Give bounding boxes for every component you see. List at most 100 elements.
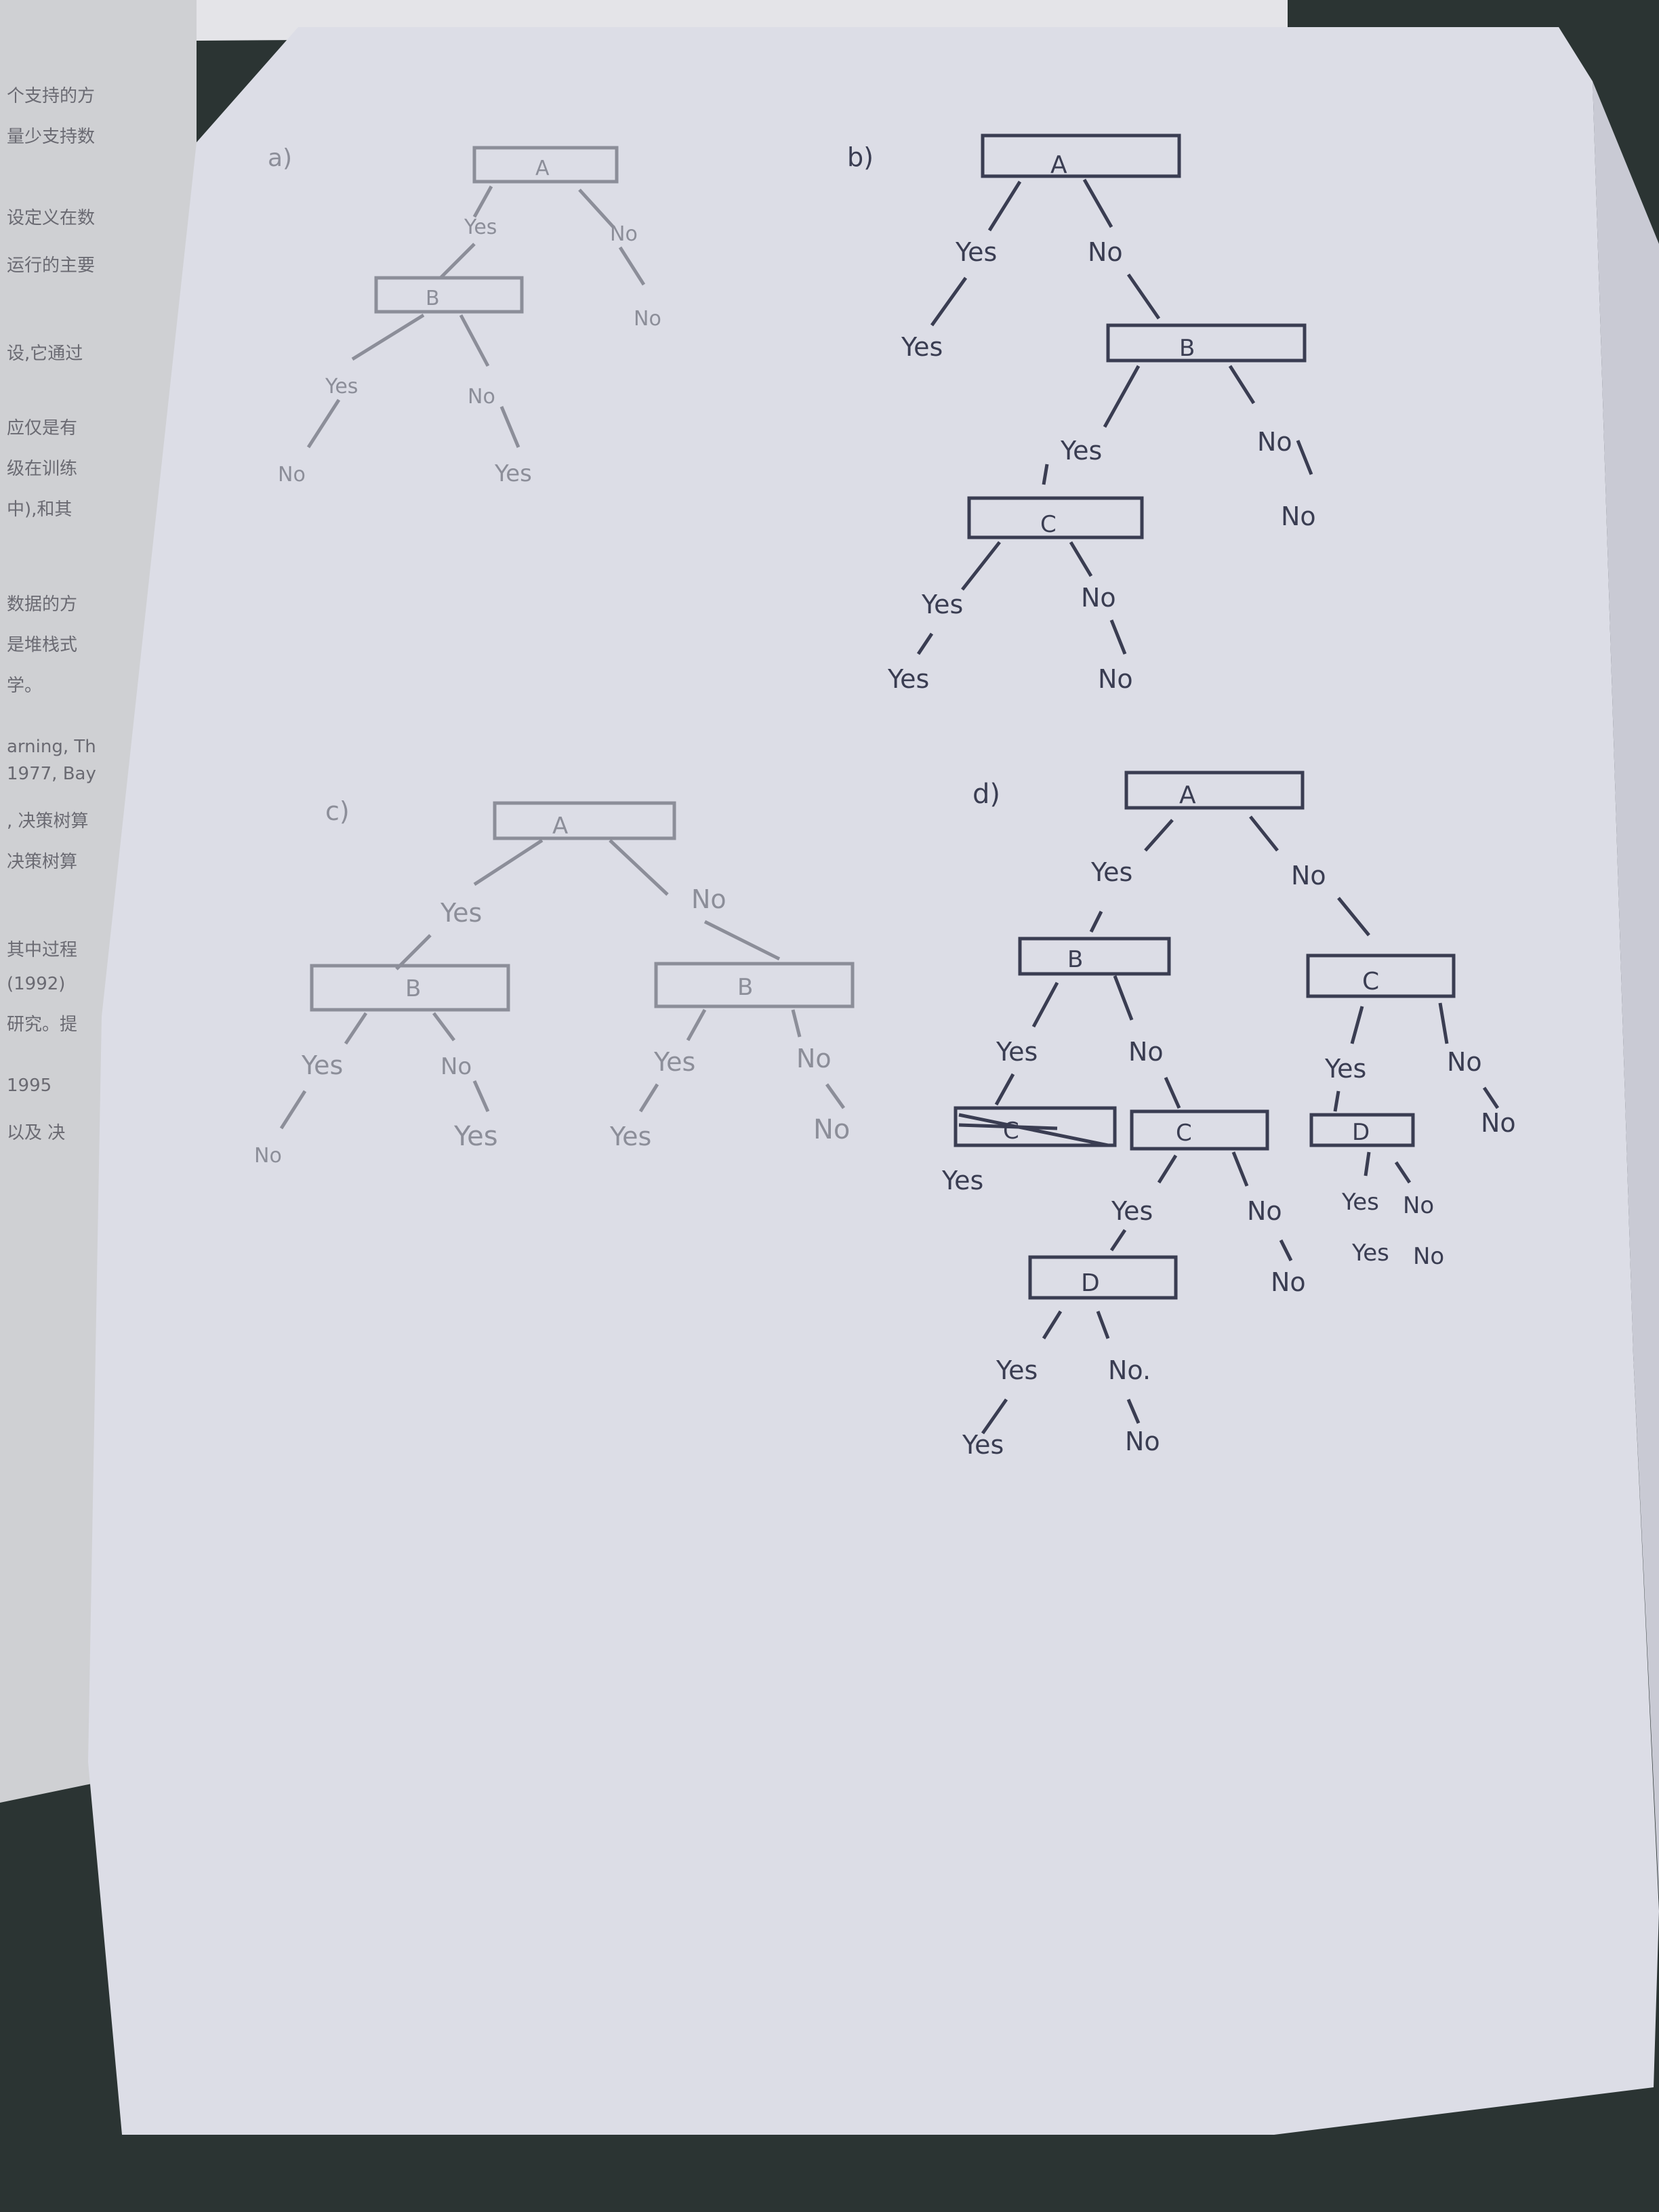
book-margin-line: 运行的主要 [7,255,95,276]
diagram-a-text: a) A B Yes No No Yes No No Yes [268,144,661,487]
tree-c-node-b-left: B [405,975,421,1002]
tree-d-branch: Yes [941,1166,983,1195]
tree-d-node-b-box [1018,937,1171,976]
tree-a-branch: No [468,385,495,409]
diagram-d-text: d) A B C C C D D Yes No Yes No Yes Yes N… [941,779,1516,1460]
tree-b-branch: Yes [1060,436,1102,466]
tree-b-node-c: C [1040,511,1057,538]
book-margin-line: 决策树算 [7,852,77,872]
tree-d-node-d-right: D [1352,1119,1370,1146]
tree-d-branch: No [1481,1108,1516,1138]
tree-d-node-d-right-box [1309,1113,1415,1147]
tree-d-branch: Yes [1351,1240,1389,1267]
tree-c-branch: No [441,1053,472,1080]
tree-b-branch: Yes [921,590,963,619]
tree-a-branch: No [278,463,306,487]
tree-c-branch: Yes [453,1121,498,1152]
diagram-a [306,146,646,449]
tree-a-label: a) [268,144,292,172]
book-margin-text: 个支持的方量少支持数设定义在数运行的主要设,它通过应仅是有级在训练中),和其数据… [7,86,96,1143]
tree-d-branch: No [1447,1047,1482,1077]
tree-d-node-b: B [1067,946,1083,973]
tree-c-node-a: A [552,813,568,840]
tree-d-node-a-box [1124,771,1305,810]
tree-d-branch: No [1291,861,1326,890]
tree-c-branch: Yes [653,1047,695,1077]
tree-d-branch: Yes [962,1430,1004,1460]
paper-shadow-edge [1593,81,1659,1898]
book-margin-line: 数据的方 [7,594,77,615]
diagram-b-text: b) A B C Yes No Yes Yes No No Yes No Yes… [847,142,1316,694]
book-margin-line: arning, Th [7,737,96,757]
tree-d-branch: Yes [996,1355,1038,1385]
book-margin-line: 以及 决 [7,1123,65,1143]
tree-b-branch: No [1088,237,1123,267]
paper-sheet [88,27,1659,2135]
tree-a-node-b: B [426,287,440,310]
book-margin-line: , 决策树算 [7,811,89,832]
tree-c-node-a-box [493,801,676,840]
tree-b-branch: No [1098,664,1133,694]
book-margin-line: 设定义在数 [7,208,95,228]
book-margin-line: 量少支持数 [7,127,95,147]
tree-b-branch: No [1081,583,1116,613]
tree-a-branch: No [634,307,661,331]
book-margin-line: 中),和其 [7,499,72,520]
tree-c-label: c) [325,796,350,826]
tree-a-branch: Yes [325,375,358,398]
book-margin-line: 级在训练 [7,459,77,479]
tree-d-node-c-struck: C [1003,1118,1019,1145]
tree-c-node-b-right-box [654,962,855,1008]
tree-a-branch: Yes [494,460,532,487]
tree-d-branch: No. [1108,1355,1151,1385]
tree-b-node-b: B [1179,335,1195,362]
tree-d-branch: Yes [1111,1196,1153,1226]
diagram-b [916,134,1313,655]
tree-d-node-c-middle: C [1176,1120,1192,1147]
tree-d-node-c-struck-box [954,1106,1117,1147]
book-margin-line: 是堆栈式 [7,635,77,655]
tree-b-branch: No [1281,501,1316,531]
tree-b-node-b-box [1106,323,1307,363]
tree-d-branch: Yes [1324,1054,1366,1084]
tree-d-branch: No [1128,1037,1164,1067]
tree-a-node-b-box [374,276,524,314]
tree-c-branch: Yes [440,898,482,928]
book-margin-line: 设,它通过 [7,344,83,364]
tree-c-branch: Yes [301,1050,343,1080]
tree-d-node-a: A [1179,781,1196,809]
tree-d-node-c-right: C [1362,968,1379,996]
tree-d-node-c-middle-box [1130,1109,1269,1151]
tree-d-branch: No [1403,1192,1434,1219]
tree-b-branch: Yes [901,332,943,362]
tree-c-branch: Yes [609,1122,651,1151]
tree-c-branch: No [691,884,726,914]
tree-c-branch: No [813,1114,850,1145]
book-margin-line: 其中过程 [7,940,77,960]
tree-d-branch: Yes [1090,857,1132,887]
book-margin-line: 学。 [7,676,42,696]
book-margin-line: 个支持的方 [7,86,95,106]
tree-c-branch: No [796,1044,832,1073]
tree-b-branch: Yes [955,237,997,267]
tree-b-node-c-box [967,496,1144,539]
tree-b-node-a: A [1050,151,1067,179]
tree-b-branch: No [1257,427,1292,457]
tree-b-node-a-box [981,134,1181,178]
book-margin-line: 1995 [7,1076,52,1096]
tree-a-node-a: A [535,157,550,180]
book-margin-line: 应仅是有 [7,418,77,438]
tree-d-branch: No [1125,1427,1160,1456]
tree-a-branch: Yes [464,216,497,239]
tree-d-node-d-bottom: D [1081,1269,1100,1297]
tree-d-branch: No [1247,1196,1282,1226]
tree-c-branch: No [254,1144,282,1168]
tree-d-branch: No [1271,1267,1306,1297]
tree-c-node-b-left-box [310,964,510,1012]
tree-d-node-c-right-box [1306,954,1456,998]
book-margin-line: 1977, Bay [7,764,96,784]
tree-b-label: b) [847,142,874,172]
tree-a-branch: No [610,222,638,246]
tree-d-node-d-bottom-box [1028,1255,1178,1300]
